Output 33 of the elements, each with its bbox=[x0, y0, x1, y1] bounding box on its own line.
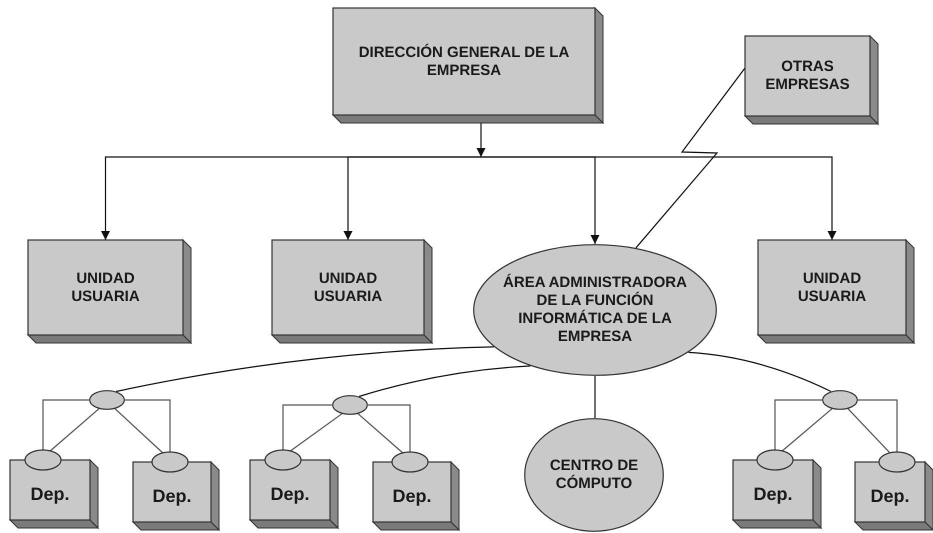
connector-line bbox=[116, 346, 494, 392]
connector-line bbox=[858, 399, 898, 452]
department-label: Dep. bbox=[870, 486, 910, 508]
box-label: UNIDAD USUARIA bbox=[312, 270, 384, 306]
connector-line bbox=[358, 413, 404, 454]
ellipse-label: ÁREA ADMINISTRADORA DE LA FUNCIÓN INFORMÁTICA DE LA EMPRESA bbox=[502, 274, 688, 346]
department-label: Dep. bbox=[270, 484, 310, 506]
department-label: Dep. bbox=[30, 484, 70, 506]
box-label: UNIDAD USUARIA bbox=[796, 270, 868, 306]
arrow bbox=[481, 156, 836, 240]
connector-line bbox=[848, 408, 892, 454]
department-label: Dep. bbox=[152, 486, 192, 508]
department-label: Dep. bbox=[392, 486, 432, 508]
ellipse-label: CENTRO DE CÓMPUTO bbox=[548, 457, 640, 493]
connector-line bbox=[114, 408, 164, 454]
connector-line bbox=[780, 408, 832, 452]
box-label: UNIDAD USUARIA bbox=[70, 270, 141, 306]
connector-line bbox=[358, 365, 530, 398]
connector-line bbox=[636, 68, 746, 248]
connector-line bbox=[282, 404, 332, 450]
arrow bbox=[476, 123, 486, 157]
connector-line bbox=[594, 376, 596, 418]
box-label: DIRECCIÓN GENERAL DE LA EMPRESA bbox=[358, 44, 570, 80]
department-label: Dep. bbox=[753, 484, 792, 506]
connector-line bbox=[368, 404, 411, 452]
connector-line bbox=[125, 399, 171, 452]
connector-line bbox=[688, 352, 832, 392]
connector-line bbox=[774, 399, 822, 450]
connector-line bbox=[288, 413, 342, 452]
connector-line bbox=[42, 399, 89, 450]
connector-line bbox=[48, 408, 100, 452]
box-label: OTRAS EMPRESAS bbox=[764, 58, 851, 94]
arrow bbox=[344, 156, 481, 240]
